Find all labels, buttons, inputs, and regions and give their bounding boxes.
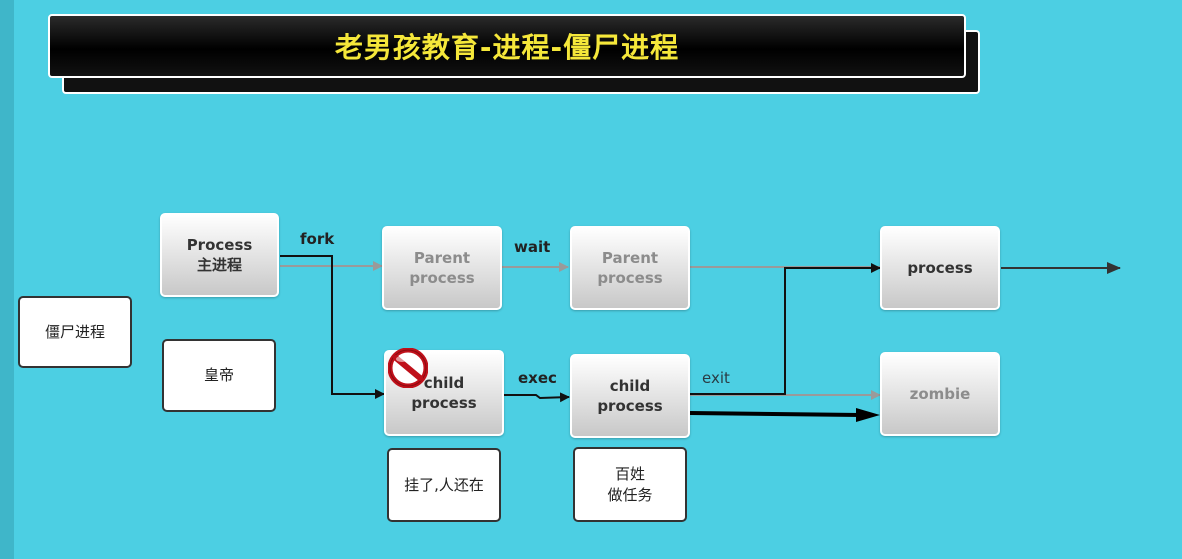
parent-process-node-2: Parent process	[570, 226, 690, 310]
emperor-note: 皇帝	[162, 339, 276, 412]
wait-label: wait	[514, 238, 551, 256]
common-people-line-1: 百姓	[614, 464, 645, 483]
main-process-node: Process 主进程	[160, 213, 279, 297]
parent-process-1-line-1: Parent	[413, 249, 471, 267]
left-edge-strip	[0, 0, 14, 559]
fork-label: fork	[300, 230, 335, 248]
edge-child-to-zombie-thick	[689, 411, 861, 417]
exit-label: exit	[702, 369, 730, 387]
page-title: 老男孩教育-进程-僵尸进程	[334, 31, 680, 64]
process-end-label: process	[907, 259, 973, 277]
edge-fork-to-child	[280, 255, 385, 399]
parent-process-node-1: Parent process	[382, 226, 502, 310]
child-process-1-line-1: child	[423, 374, 465, 392]
parent-process-2-line-2: process	[597, 269, 663, 287]
main-process-line-1: Process	[186, 236, 253, 254]
zombie-node: zombie	[880, 352, 1000, 436]
edge-child-to-zombie-head	[856, 408, 880, 422]
edge-exec	[504, 392, 570, 403]
child-process-node-2: child process	[570, 354, 690, 438]
no-entry-icon	[388, 348, 428, 388]
child-process-1-line-2: process	[411, 394, 477, 412]
edge-child-to-process	[690, 263, 881, 395]
child-process-2-line-1: child	[609, 377, 651, 395]
child-process-2-line-2: process	[597, 397, 663, 415]
parent-process-2-line-1: Parent	[601, 249, 659, 267]
emperor-note-text: 皇帝	[203, 366, 234, 384]
zombie-process-note: 僵尸进程	[18, 296, 132, 368]
zombie-label: zombie	[909, 385, 971, 403]
zombie-process-note-text: 僵尸进程	[44, 322, 105, 341]
exec-label: exec	[518, 369, 557, 387]
title-banner: 老男孩教育-进程-僵尸进程	[48, 14, 966, 78]
dead-but-alive-note-text: 挂了,人还在	[404, 475, 484, 494]
common-people-line-2: 做任务	[607, 485, 653, 504]
process-end-node: process	[880, 226, 1000, 310]
parent-process-1-line-2: process	[409, 269, 475, 287]
main-process-line-2: 主进程	[196, 256, 242, 274]
dead-but-alive-note: 挂了,人还在	[387, 448, 501, 522]
common-people-note: 百姓 做任务	[573, 447, 687, 522]
